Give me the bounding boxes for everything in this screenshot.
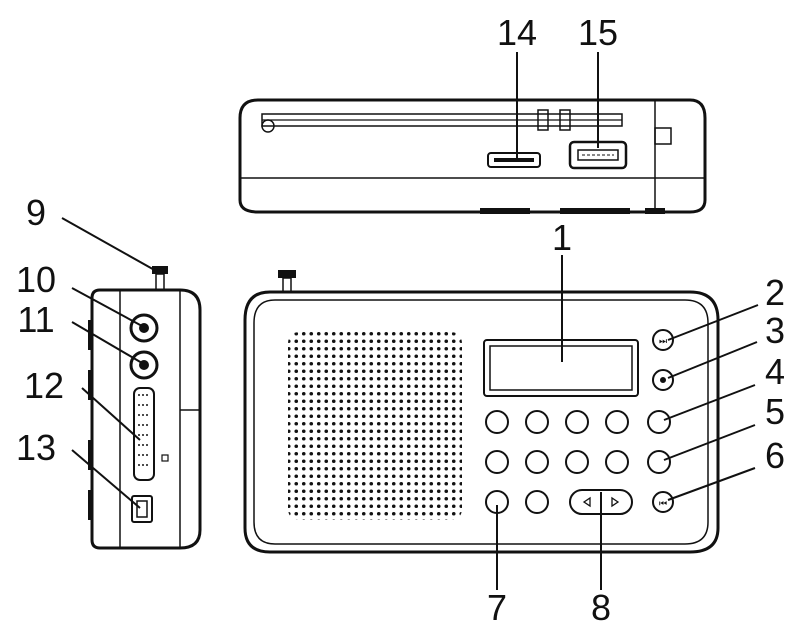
card-slot — [487, 152, 541, 168]
keypad-button — [485, 450, 509, 474]
top-view — [238, 98, 707, 214]
callout-8: 8 — [591, 587, 611, 626]
keypad-button — [525, 410, 549, 434]
mini-usb-port — [131, 495, 153, 523]
antenna-rod-top — [261, 109, 672, 145]
leader-lines — [61, 52, 759, 590]
keypad-button — [525, 490, 549, 514]
callout-3: 3 — [765, 310, 785, 351]
speaker-grille — [288, 332, 462, 520]
callout-12: 12 — [24, 365, 64, 406]
callout-1: 1 — [552, 217, 572, 258]
keypad-button — [565, 410, 589, 434]
svg-text:⏭: ⏭ — [659, 336, 667, 346]
callout-7: 7 — [487, 587, 507, 626]
callout-2: 2 — [765, 272, 785, 313]
keypad-button — [565, 450, 589, 474]
keypad-button — [485, 410, 509, 434]
keypad-button — [605, 450, 629, 474]
svg-text:⏮: ⏮ — [659, 498, 667, 508]
volume-wheel — [133, 387, 169, 481]
callout-15: 15 — [578, 12, 618, 53]
callout-5: 5 — [765, 391, 785, 432]
right-button-column: ⏭ ⏮ — [647, 329, 674, 513]
callout-9: 9 — [26, 192, 46, 233]
keypad-button — [525, 450, 549, 474]
keypad — [485, 410, 629, 514]
antenna-knob-side — [152, 266, 168, 291]
keypad-button — [605, 410, 629, 434]
callout-10: 10 — [16, 259, 56, 300]
callouts: 14 15 1 2 3 4 5 6 7 8 9 10 11 12 13 — [16, 12, 785, 626]
callout-6: 6 — [765, 435, 785, 476]
callout-11: 11 — [17, 299, 54, 340]
front-view: ⏭ ⏮ — [243, 270, 720, 554]
side-view — [88, 266, 202, 550]
callout-14: 14 — [497, 12, 537, 53]
callout-13: 13 — [16, 427, 56, 468]
callout-4: 4 — [765, 351, 785, 392]
